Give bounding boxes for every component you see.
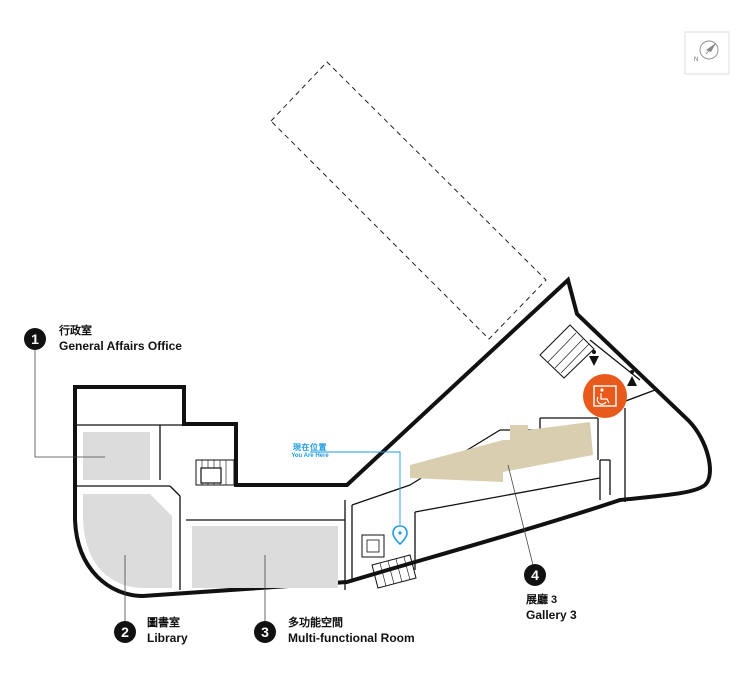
marker-2-number: 2: [121, 624, 129, 640]
you-are-here-en: You Are Here: [291, 453, 329, 459]
you-are-here-leader: [310, 451, 401, 525]
room-name-zh: 多功能空間: [288, 617, 343, 629]
elevator-icon: [361, 534, 385, 558]
label-library: 圖書室 Library: [147, 617, 188, 646]
label-gallery-3: 展廳 3 Gallery 3: [526, 594, 577, 623]
elevator-icon: [200, 467, 222, 484]
gallery-3-room[interactable]: [410, 422, 593, 482]
marker-3-number: 3: [261, 624, 269, 640]
library-room[interactable]: [83, 494, 172, 588]
staircase-icon: [371, 554, 417, 589]
location-pin-icon: [392, 525, 408, 546]
marker-4[interactable]: 4: [524, 564, 546, 586]
you-are-here-zh: 現在位置: [293, 443, 327, 452]
room-name-en: Gallery 3: [526, 607, 577, 622]
marker-1-number: 1: [31, 331, 39, 347]
compass-icon: [684, 31, 730, 75]
building-outer-wall: [73, 276, 712, 599]
accessible-toilet-icon: [583, 374, 627, 418]
room-name-en: Multi-functional Room: [288, 630, 415, 645]
general-affairs-office-room[interactable]: [83, 432, 150, 480]
you-are-here-label: 現在位置 You Are Here: [282, 442, 338, 459]
marker-2[interactable]: 2: [114, 621, 136, 643]
marker-1[interactable]: 1: [24, 328, 46, 350]
label-general-affairs-office: 行政室 General Affairs Office: [59, 325, 182, 354]
room-name-zh: 圖書室: [147, 617, 180, 629]
room-name-en: General Affairs Office: [59, 338, 182, 353]
canopy-outline: [270, 61, 547, 340]
toilet-icon: [627, 370, 637, 386]
room-name-zh: 展廳 3: [526, 594, 558, 606]
toilet-icon: [589, 350, 599, 366]
staircase-icon: [539, 324, 595, 379]
compass-north-label: N: [694, 57, 699, 63]
label-multi-functional-room: 多功能空間 Multi-functional Room: [288, 617, 415, 646]
marker-3[interactable]: 3: [254, 621, 276, 643]
marker-4-number: 4: [531, 567, 539, 583]
room-name-en: Library: [147, 630, 188, 645]
room-name-zh: 行政室: [59, 325, 92, 337]
leader-lines: [34, 350, 534, 622]
